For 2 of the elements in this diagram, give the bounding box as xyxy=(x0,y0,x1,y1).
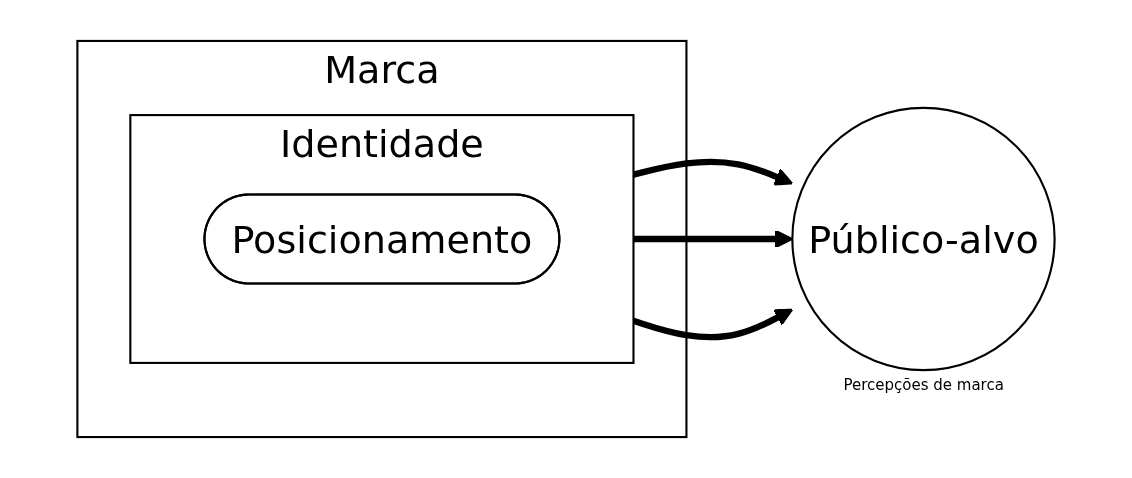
node-caption: Percepções de marca xyxy=(843,376,1004,395)
node-circle: Público-alvo xyxy=(791,106,1056,372)
